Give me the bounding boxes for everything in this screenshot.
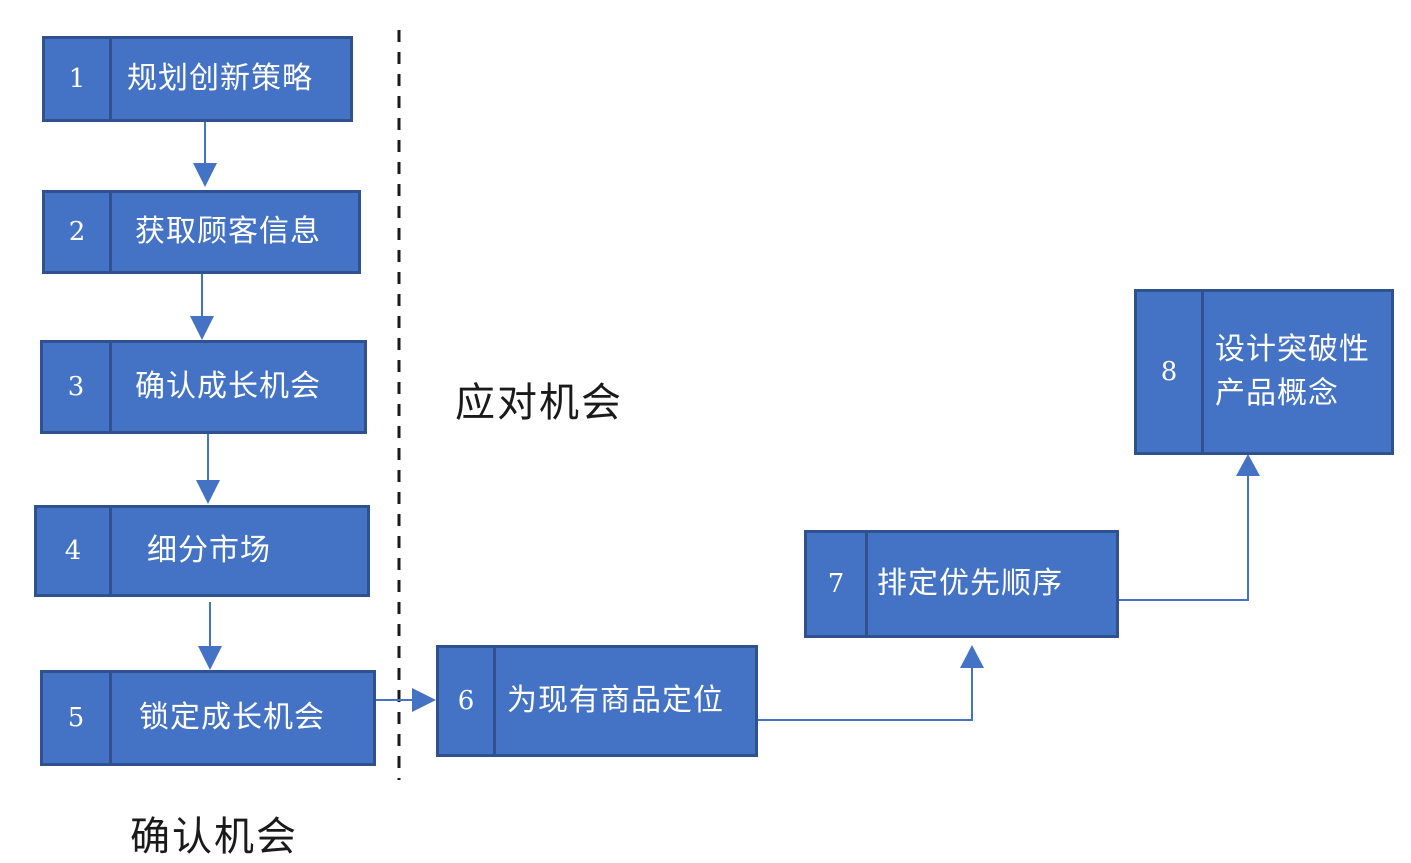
arrow-6-to-7 [758, 645, 984, 721]
step-2-label: 获取顾客信息 [135, 214, 321, 249]
region-label-confirm: 确认机会 [130, 814, 298, 860]
step-2-box: 2 获取顾客信息 [42, 190, 361, 274]
arrow-1-to-2 [193, 122, 217, 187]
step-1-label: 规划创新策略 [127, 61, 313, 96]
step-1-box: 1 规划创新策略 [42, 36, 353, 122]
step-8-number: 8 [1137, 292, 1204, 452]
arrow-2-to-3 [190, 274, 214, 340]
step-8-label: 设计突破性 产品概念 [1215, 332, 1370, 411]
step-4-box: 4 细分市场 [34, 505, 370, 597]
step-4-number: 4 [37, 508, 112, 594]
arrow-7-to-8 [1119, 454, 1260, 601]
step-3-label: 确认成长机会 [135, 369, 321, 404]
step-3-number: 3 [43, 343, 112, 431]
arrow-3-to-4 [196, 434, 220, 504]
step-6-box: 6 为现有商品定位 [436, 645, 758, 757]
step-6-number: 6 [439, 648, 496, 754]
step-7-number: 7 [807, 533, 868, 635]
step-5-number: 5 [43, 673, 112, 763]
region-label-respond: 应对机会 [455, 380, 623, 426]
step-2-number: 2 [45, 193, 112, 271]
step-1-number: 1 [45, 39, 112, 119]
step-7-box: 7 排定优先顺序 [804, 530, 1119, 638]
step-7-label: 排定优先顺序 [877, 566, 1063, 601]
step-6-label: 为现有商品定位 [507, 683, 724, 718]
step-4-label: 细分市场 [147, 533, 271, 568]
arrow-4-to-5 [198, 602, 222, 670]
step-8-box: 8 设计突破性 产品概念 [1134, 289, 1394, 455]
step-5-box: 5 锁定成长机会 [40, 670, 376, 766]
step-3-box: 3 确认成长机会 [40, 340, 367, 434]
arrow-5-to-6 [376, 688, 436, 712]
step-5-label: 锁定成长机会 [139, 700, 325, 735]
